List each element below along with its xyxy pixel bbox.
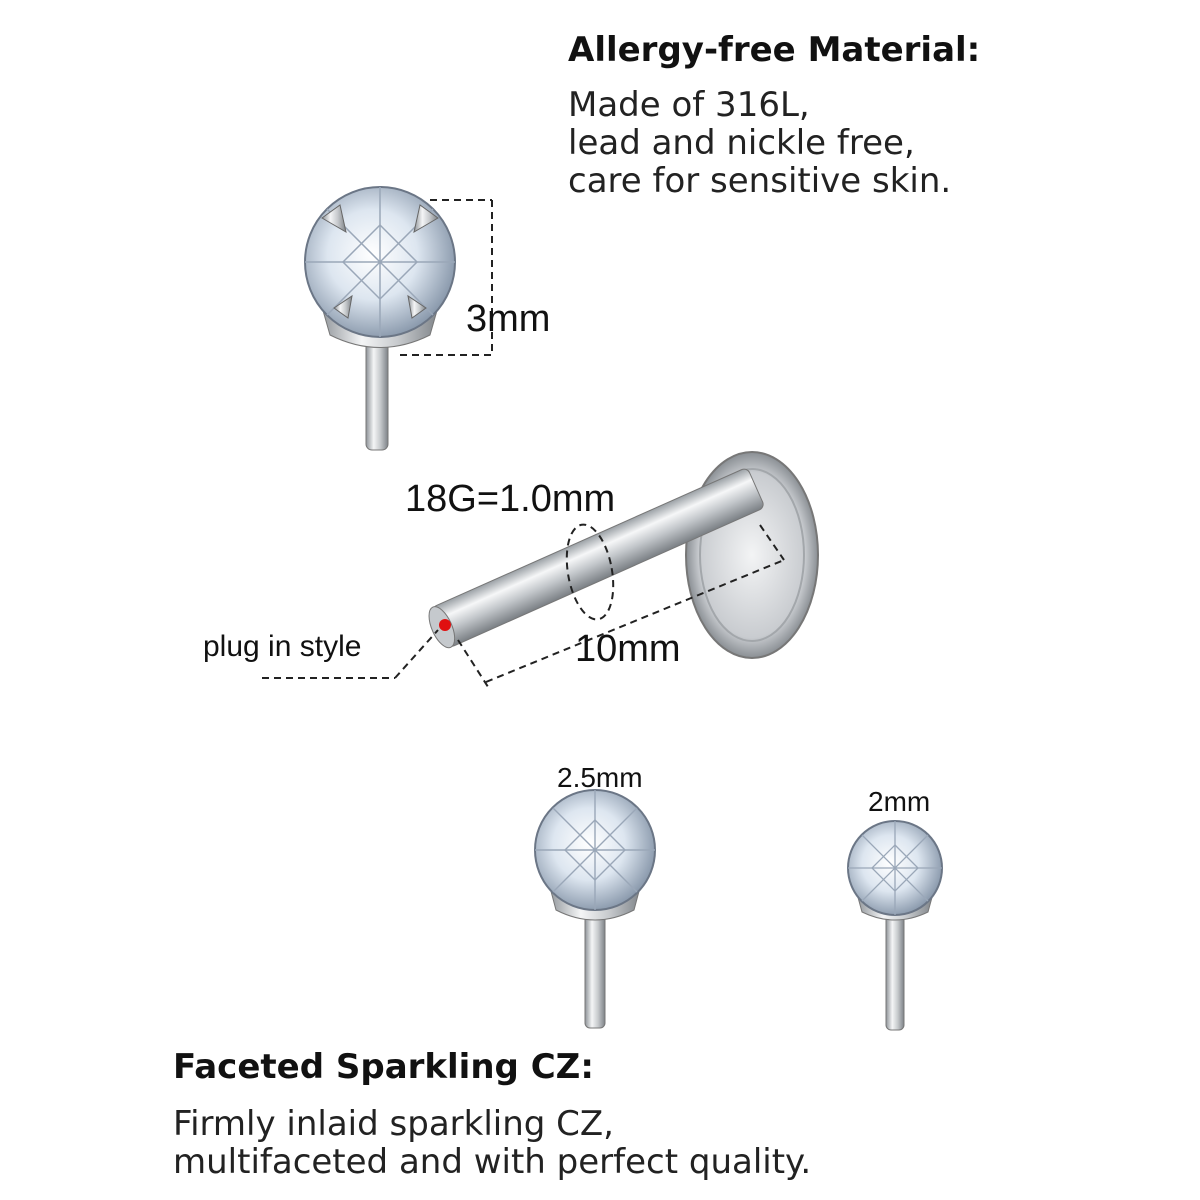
medium-stud-image [534,789,656,1029]
small-stud-image [847,820,943,1031]
medium-stud-size-label: 2.5mm [557,762,643,793]
cz-line: multifaceted and with perfect quality. [173,1142,812,1182]
plug-style-label: plug in style [203,630,362,663]
material-heading: Allergy-free Material: [568,30,981,70]
height-dimension-bracket [400,199,493,356]
stud-height-label: 3mm [466,298,551,340]
gauge-dimension-ellipse [565,523,615,621]
small-stud-size-label: 2mm [868,786,931,817]
material-description: Made of 316L, lead and nickle free, care… [568,86,951,200]
large-stud-image [304,186,456,451]
material-line: care for sensitive skin. [568,161,952,201]
plug-leader-line [262,629,439,679]
labret-bar-image [428,451,819,659]
plug-dot [439,619,451,631]
material-line: lead and nickle free, [568,123,915,163]
cz-description: Firmly inlaid sparkling CZ, multifaceted… [173,1105,811,1181]
cz-heading: Faceted Sparkling CZ: [173,1047,594,1087]
length-dimension-bracket [457,524,785,691]
bar-length-label: 10mm [575,628,681,670]
material-line: Made of 316L, [568,85,810,125]
gauge-label: 18G=1.0mm [405,478,616,520]
cz-line: Firmly inlaid sparkling CZ, [173,1104,614,1144]
